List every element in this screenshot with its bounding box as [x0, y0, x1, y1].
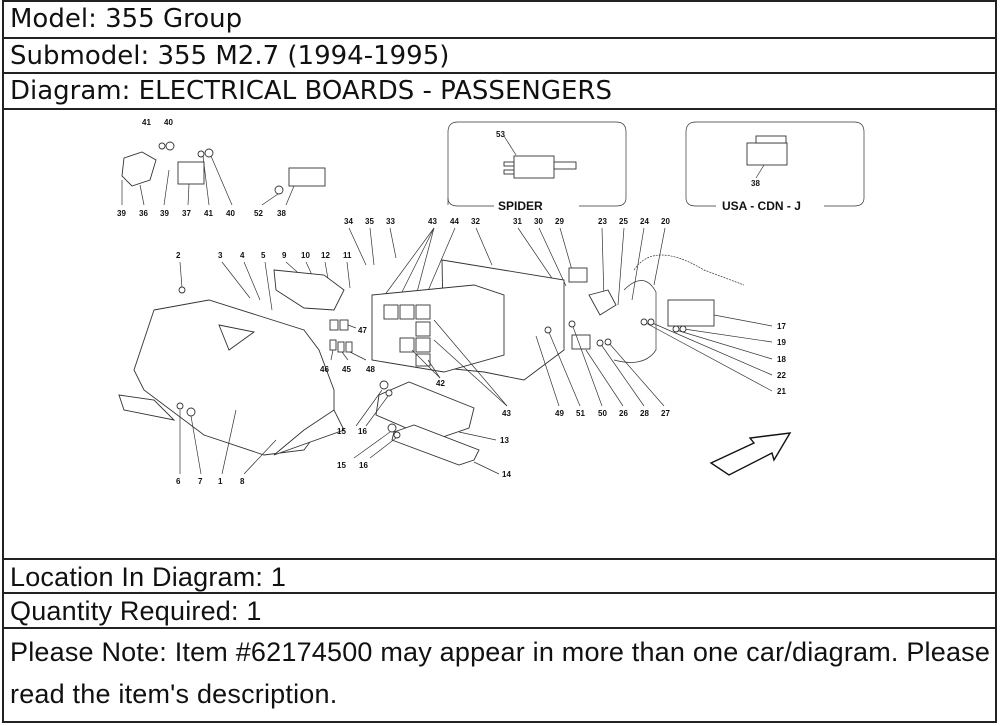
callouts-top-center: 34 35 33 43 44 32 31 30 29 23 25 24 20 [344, 217, 670, 306]
relay-53 [513, 155, 555, 179]
callout: 7 [198, 477, 203, 486]
callout: 49 [555, 409, 564, 418]
callout: 39 [117, 209, 126, 218]
parts-diagram: SPIDER 53 38 USA - CDN - J [4, 110, 995, 560]
callout: 28 [640, 409, 649, 418]
callout: 41 [142, 118, 151, 127]
resistor-box [667, 299, 715, 327]
callout: 46 [320, 365, 329, 374]
callout: 3 [218, 251, 223, 260]
callout: 32 [471, 217, 480, 226]
callout: 27 [661, 409, 670, 418]
callout: 8 [240, 477, 245, 486]
inset-spider: SPIDER 53 [447, 121, 627, 213]
callout: 1 [218, 477, 223, 486]
callout: 15 [337, 461, 346, 470]
callouts-left: 2 3 4 5 9 10 12 11 [118, 251, 352, 456]
callout: 38 [277, 209, 286, 218]
model-row: Model: 355 Group [4, 2, 995, 39]
callout: 14 [502, 470, 511, 479]
callout: 24 [640, 217, 649, 226]
callout: 29 [555, 217, 564, 226]
callout: 15 [337, 427, 346, 436]
callout: 2 [176, 251, 181, 260]
callout: 43 [428, 217, 437, 226]
callout: 50 [598, 409, 607, 418]
callout: 30 [534, 217, 543, 226]
callout: 5 [261, 251, 266, 260]
callouts-board-bottom: 42 43 [411, 319, 511, 418]
callout: 13 [500, 436, 509, 445]
callout: 34 [344, 217, 353, 226]
callout: 31 [513, 217, 522, 226]
control-module: 15 16 13 15 16 14 [337, 380, 511, 479]
callout: 10 [301, 251, 310, 260]
callout: 25 [619, 217, 628, 226]
inset-usa-cdn-j: 38 USA - CDN - J [685, 121, 865, 213]
callout: 38 [751, 179, 760, 188]
callout: 47 [358, 326, 367, 335]
please-note: Please Note: Item #62174500 may appear i… [10, 637, 991, 709]
callout: 53 [496, 130, 505, 139]
callout: 16 [359, 461, 368, 470]
callout: 44 [450, 217, 459, 226]
callout: 26 [619, 409, 628, 418]
relay-38 [746, 142, 788, 166]
callout: 18 [777, 355, 786, 364]
callout: 41 [204, 209, 213, 218]
inset-label-spider: SPIDER [498, 199, 543, 213]
callout: 23 [598, 217, 607, 226]
callouts-bottom-left: 6 7 1 8 [176, 402, 277, 486]
callout: 45 [342, 365, 351, 374]
callout: 36 [139, 209, 148, 218]
electrical-board [371, 254, 745, 381]
callout: 35 [365, 217, 374, 226]
callout: 21 [777, 387, 786, 396]
callout: 17 [777, 322, 786, 331]
callouts-right: 17 19 18 22 21 [640, 314, 786, 396]
callout: 40 [226, 209, 235, 218]
callout: 6 [176, 477, 181, 486]
callout: 20 [661, 217, 670, 226]
callout: 42 [436, 379, 445, 388]
callout: 33 [386, 217, 395, 226]
callout: 43 [502, 409, 511, 418]
callout: 4 [240, 251, 245, 260]
location-in-diagram: Location In Diagram: 1 [4, 560, 995, 594]
callouts-bottom-center: 49 51 50 26 28 27 [535, 320, 670, 418]
callout: 37 [182, 209, 191, 218]
inset-label-usa-cdn-j: USA - CDN - J [722, 199, 801, 213]
callout: 19 [777, 338, 786, 347]
callout: 12 [321, 251, 330, 260]
relay-group-top-left: 41 40 39 36 39 37 41 40 52 38 [117, 118, 326, 218]
callout: 51 [576, 409, 585, 418]
callout: 22 [777, 371, 786, 380]
callout: 40 [164, 118, 173, 127]
submodel-row: Submodel: 355 M2.7 (1994-1995) [4, 39, 995, 74]
arrow-up-right-icon [709, 432, 792, 476]
callout: 9 [282, 251, 287, 260]
callout: 52 [254, 209, 263, 218]
callout: 16 [358, 427, 367, 436]
diagram-title-row: Diagram: ELECTRICAL BOARDS - PASSENGERS [4, 74, 995, 110]
callout: 39 [160, 209, 169, 218]
fuses: 47 46 45 48 [320, 319, 375, 374]
callout: 48 [366, 365, 375, 374]
quantity-required: Quantity Required: 1 [4, 594, 995, 629]
callout: 11 [343, 251, 352, 260]
